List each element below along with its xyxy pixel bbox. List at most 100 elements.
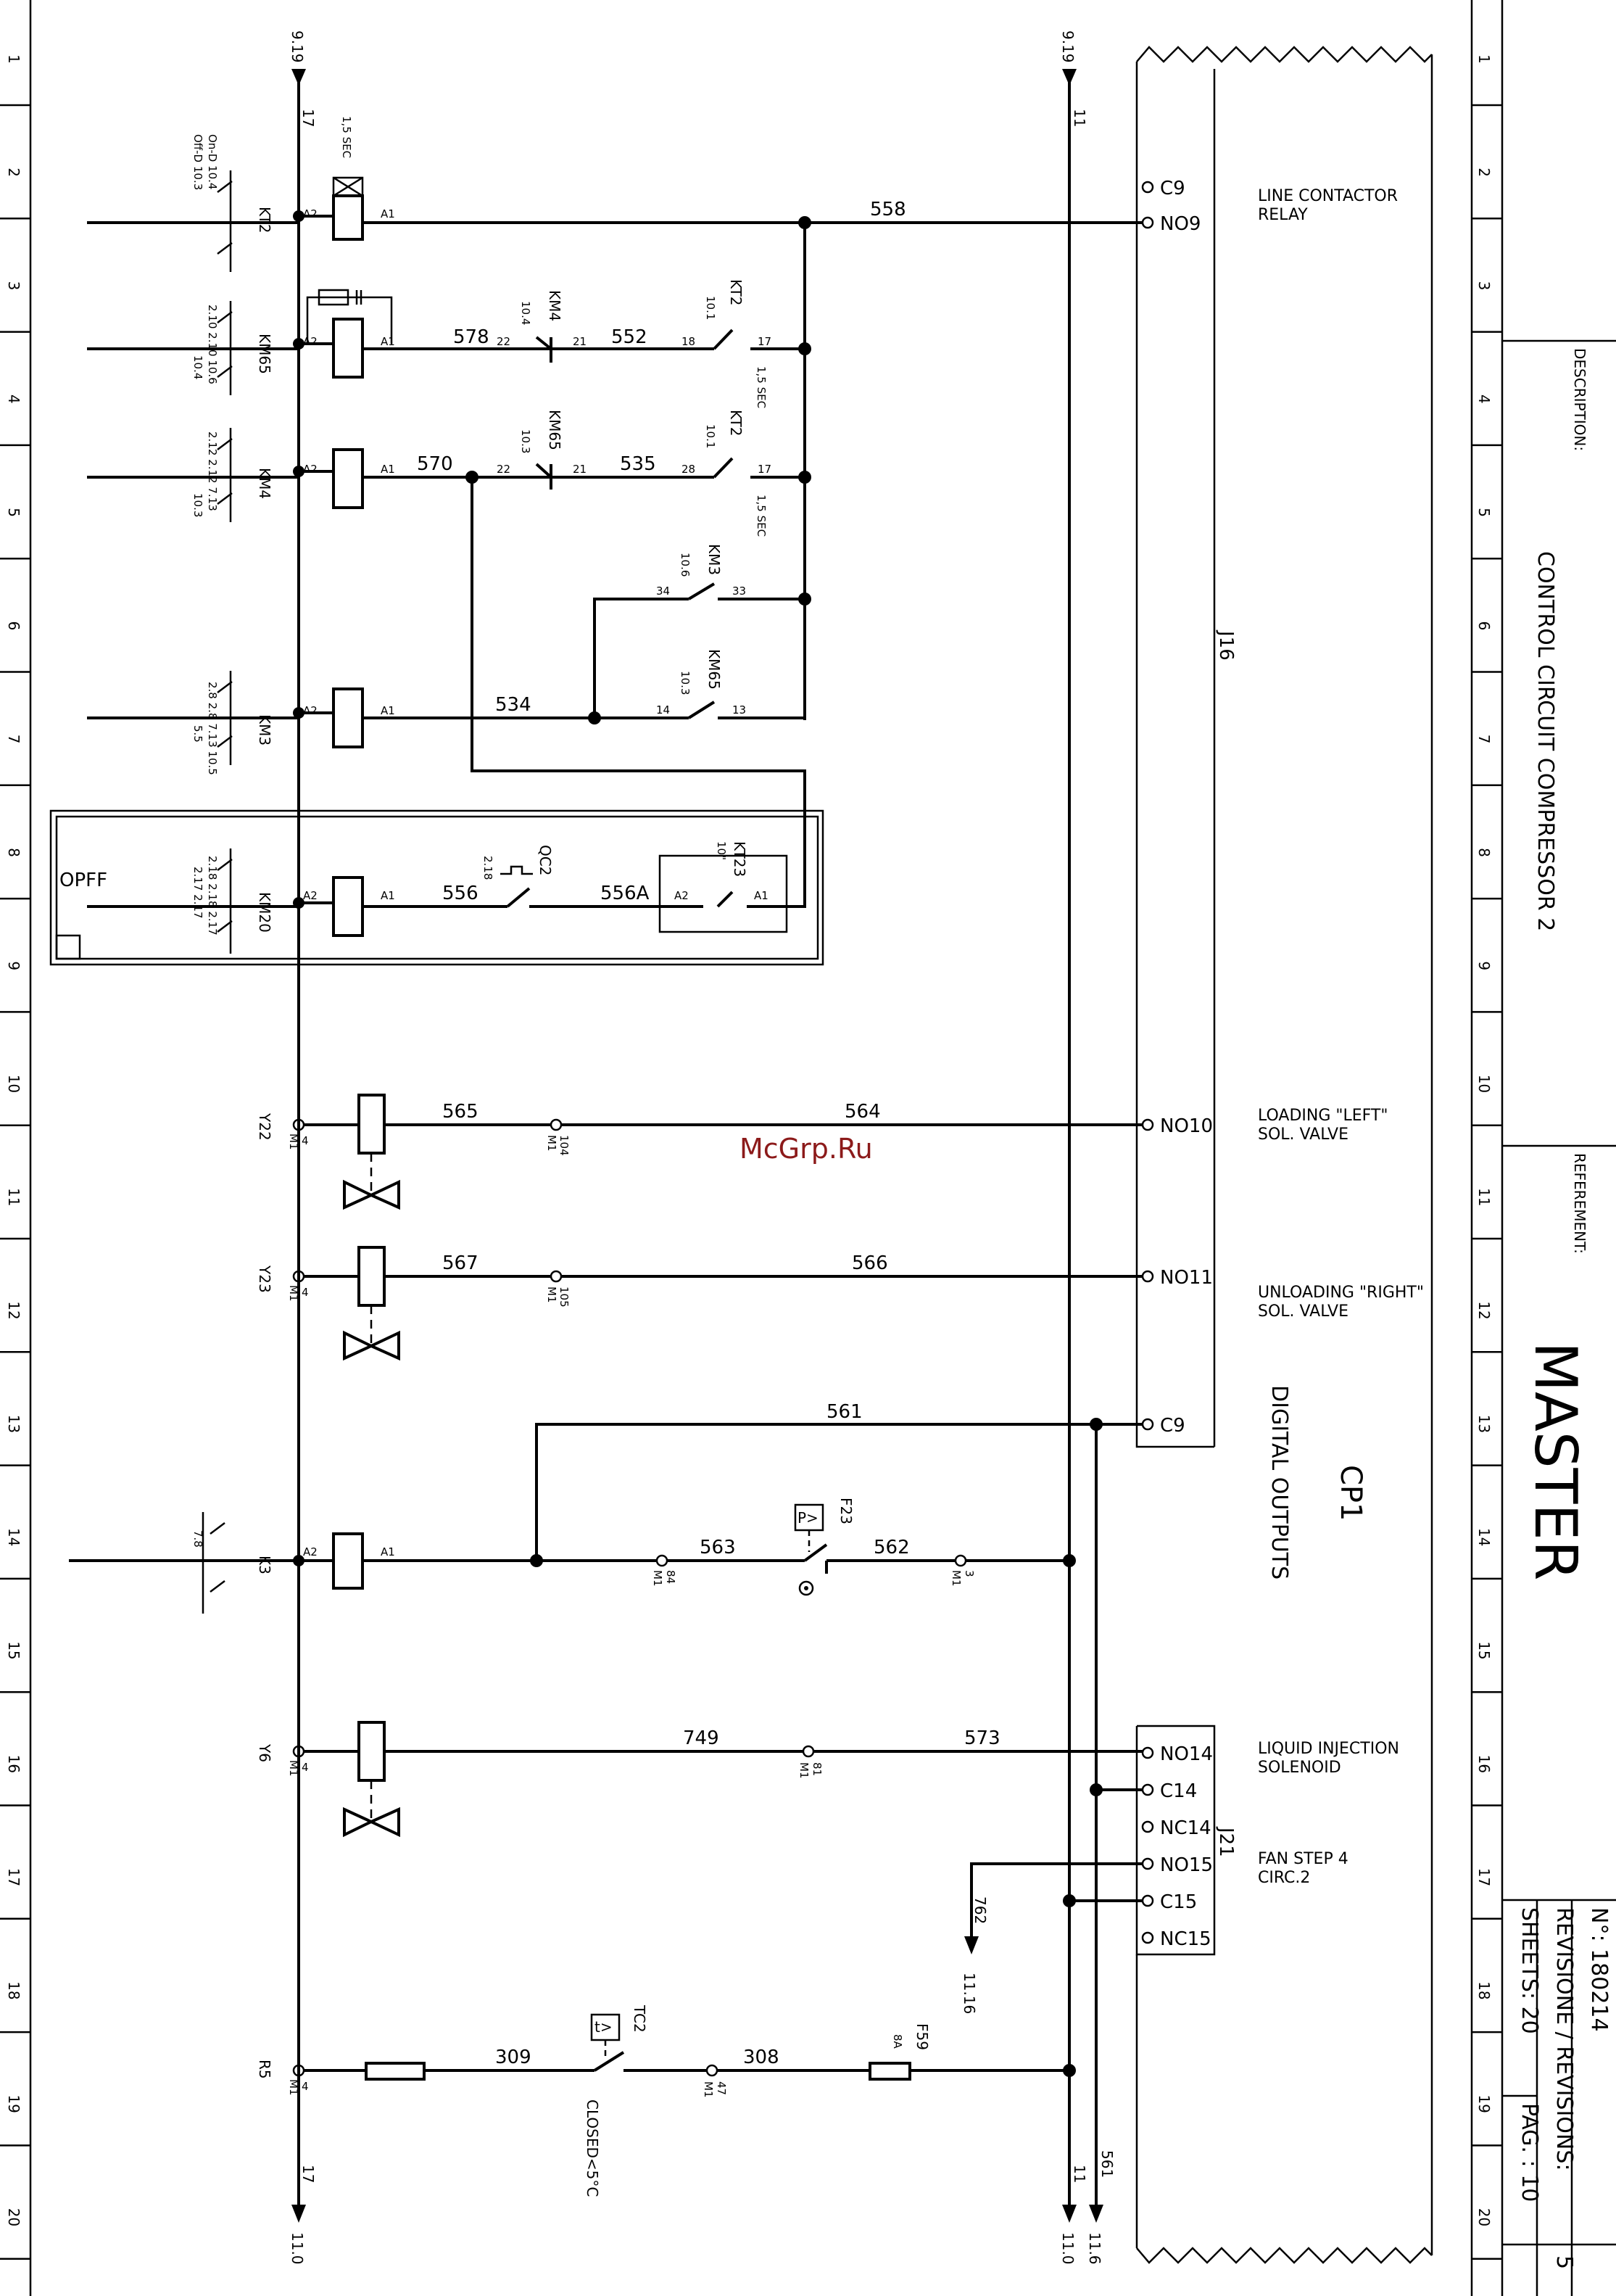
t104-label: 104 <box>558 1135 571 1156</box>
rung-km20-opff: OPFF A2 A1 556 556A A2 A1 QC2 2.18 KT23 … <box>49 809 824 966</box>
a1-label: A1 <box>381 335 395 348</box>
left-ruler-number: 8 <box>5 848 22 857</box>
w535-label: 535 <box>620 453 656 475</box>
left-ruler-number: 20 <box>5 2208 22 2226</box>
kt23-label: KT23 <box>731 841 748 877</box>
rung-r5: t> TC2 CLOSED<5°C F59 8A 4 M1 R5 309 308… <box>256 2004 1076 2197</box>
drawing-number: N°: 180214 <box>1586 1907 1612 2032</box>
rung-km65: A2 A1 578 22 21 552 18 17 KM4 10.4 KT2 1… <box>87 223 811 720</box>
a1-label: A1 <box>381 704 395 717</box>
a1-label: A1 <box>381 463 395 476</box>
no14-label: NO14 <box>1160 1743 1213 1765</box>
contact-km65b-ref-label: 10.3 <box>679 671 692 695</box>
w762-label: 762 <box>971 1896 989 1924</box>
kt2-delay-label: 1,5 SEC <box>340 116 353 158</box>
w556a-label: 556A <box>600 883 650 904</box>
rung-k3: P> F23 A2 A1 563 562 84 M1 3 M1 K3 7.8 <box>69 1498 1076 1614</box>
rung-kt2: A2 A1 558 1,5 SEC KT2 On-D 10.4 Off-D 10… <box>87 116 1142 272</box>
0-label: LOADING "LEFT" <box>1258 1107 1388 1125</box>
m1-label: M1 <box>287 1760 300 1777</box>
contact-kt2b-ref-label: 10.1 <box>704 424 717 448</box>
opff-label: OPFF <box>59 870 107 891</box>
right-ruler-number: 5 <box>1475 508 1493 517</box>
cp1-controller: CP1 DIGITAL OUTPUTS J16 J21 <box>1135 46 1433 2264</box>
reference-title: MASTER <box>1522 1342 1589 1581</box>
right-ruler-number: 19 <box>1475 2094 1493 2113</box>
km3-refs-b-label: 5.5 <box>191 725 204 743</box>
w567-label: 567 <box>442 1252 478 1274</box>
n28-label: 28 <box>681 463 695 476</box>
mid-wire-label: 11 <box>1071 109 1088 127</box>
t4-label: 4 <box>302 1761 309 1774</box>
no11-label: NO11 <box>1160 1267 1213 1289</box>
kt2-refs-b-label: Off-D 10.3 <box>191 134 204 190</box>
output-descriptions: LINE CONTACTOR RELAY LOADING "LEFT" SOL.… <box>1258 187 1424 1887</box>
w570-label: 570 <box>417 453 453 475</box>
kt2-coil-label: KT2 <box>256 207 273 234</box>
rung-y23: 4 M1 Y23 567 566 105 M1 <box>256 1246 1143 1361</box>
right-ruler-number: 20 <box>1475 2208 1493 2226</box>
left-top-ref-label: 9.19 <box>289 30 306 63</box>
left-ruler-number: 13 <box>5 1415 22 1433</box>
km65-coil-label: KM65 <box>256 334 273 374</box>
k3-label: K3 <box>256 1556 273 1574</box>
left-ruler-number: 11 <box>5 1188 22 1206</box>
mid-top-ref-label: 9.19 <box>1059 30 1077 63</box>
right-ruler-number: 14 <box>1475 1528 1493 1546</box>
left-ruler-number: 18 <box>5 1981 22 1999</box>
rung-fan-step4: 762 11.16 <box>961 1862 1143 2014</box>
right-ruler-number: 2 <box>1475 168 1493 177</box>
no9-label: NO9 <box>1160 213 1201 235</box>
left-ruler-number: 10 <box>5 1075 22 1093</box>
a2-label: A2 <box>303 1545 318 1558</box>
c15-label: C15 <box>1160 1891 1197 1913</box>
left-wire-label: 17 <box>299 109 317 127</box>
km4-refs-b-label: 10.3 <box>191 493 204 517</box>
contact-km65-label: KM65 <box>546 410 563 450</box>
t84-label: 84 <box>664 1570 677 1584</box>
km4-refs-a-label: 2.12 2.12 7.13 <box>206 431 219 511</box>
reference-label: REFEREMENT: <box>1571 1153 1588 1254</box>
c14-label: C14 <box>1160 1780 1197 1802</box>
cp1-terminals: C9 NO9 NO10 NO11 C9 NO14 C14 NC14 NO15 C… <box>1141 178 1213 1950</box>
a1-label: A1 <box>381 889 395 902</box>
left-ruler-number: 16 <box>5 1755 22 1773</box>
km65-refs-a-label: 2.10 2.10 10.6 <box>206 305 219 384</box>
1-label: CIRC.2 <box>1258 1869 1310 1887</box>
m1-label: M1 <box>287 1133 300 1150</box>
left-ruler-number: 5 <box>5 508 22 517</box>
t47-label: 47 <box>715 2081 728 2095</box>
right-ruler-number: 8 <box>1475 848 1493 857</box>
t81-label: 81 <box>811 1762 824 1776</box>
page-number: PAG. : 10 <box>1517 2103 1542 2202</box>
n17-label: 17 <box>758 463 771 476</box>
w556-label: 556 <box>442 883 478 904</box>
y22-label: Y22 <box>256 1112 273 1141</box>
w749-label: 749 <box>683 1727 719 1749</box>
r5-label: R5 <box>256 2060 273 2079</box>
kt23-delay-label: 10" <box>715 841 728 860</box>
n21-label: 21 <box>573 335 587 348</box>
revisions-value: 5 <box>1551 2255 1577 2269</box>
contact-km3-label: KM3 <box>705 544 723 575</box>
a2-label: A2 <box>674 889 689 902</box>
nc14-label: NC14 <box>1160 1817 1211 1839</box>
left-ruler-number: 4 <box>5 395 22 404</box>
contact-km65b-label: KM65 <box>705 649 723 690</box>
w561-label: 561 <box>826 1401 863 1423</box>
t3-label: 3 <box>963 1570 976 1577</box>
t105-label: 105 <box>558 1287 571 1308</box>
w566-label: 566 <box>852 1252 888 1274</box>
f59-label: F59 <box>913 2023 931 2050</box>
f59-rating-label: 8A <box>891 2034 904 2049</box>
no10-label: NO10 <box>1160 1115 1213 1137</box>
0-label: FAN STEP 4 <box>1258 1850 1348 1868</box>
c9b-label: C9 <box>1160 1415 1185 1437</box>
w573-label: 573 <box>964 1727 1000 1749</box>
1-label: SOL. VALVE <box>1258 1126 1348 1144</box>
cp1-name: CP1 <box>1334 1465 1367 1521</box>
contact-kt2a-ref-label: 10.1 <box>704 296 717 320</box>
y23-label: Y23 <box>256 1265 273 1293</box>
a2-label: A2 <box>303 207 318 220</box>
kt2-refs-a-label: On-D 10.4 <box>206 134 219 189</box>
